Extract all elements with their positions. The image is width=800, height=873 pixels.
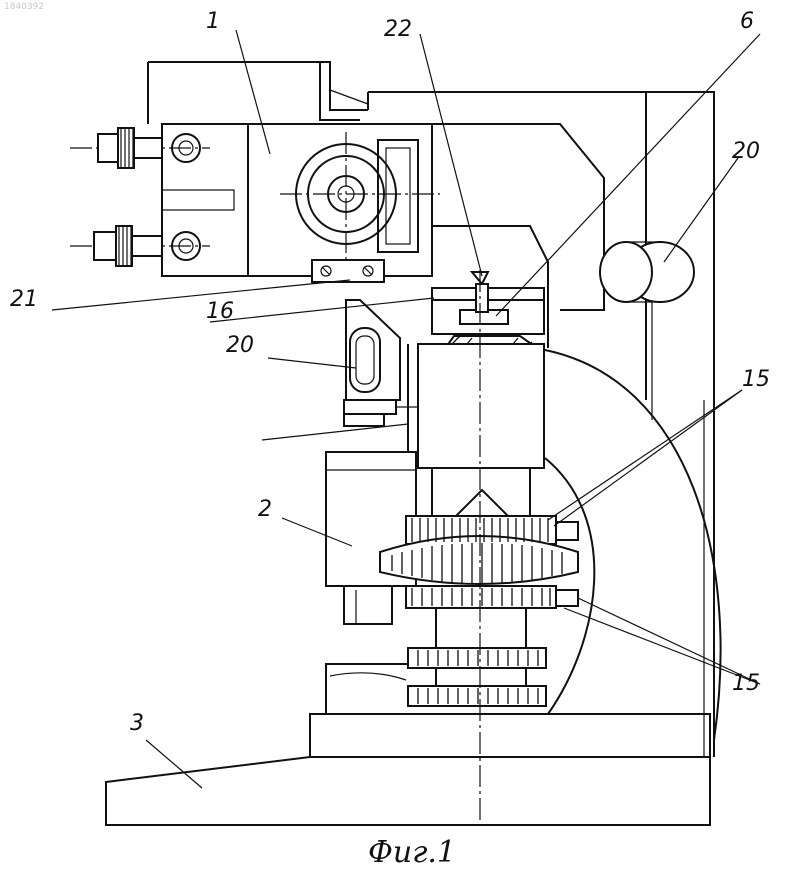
module-2 xyxy=(326,452,416,624)
label-22: 22 xyxy=(384,17,412,42)
label-2: 2 xyxy=(258,497,272,522)
label-16: 16 xyxy=(206,299,234,324)
label-6: 6 xyxy=(740,9,754,34)
label-20-right: 20 xyxy=(732,139,760,164)
base-plate xyxy=(106,714,710,825)
label-21: 21 xyxy=(10,287,38,312)
label-15-lower: 15 xyxy=(732,671,760,696)
label-15-upper: 15 xyxy=(742,367,770,392)
figure-caption: Фиг.1 xyxy=(368,835,456,870)
lamp-20-right xyxy=(600,242,694,302)
label-3: 3 xyxy=(130,711,144,736)
knob-lower xyxy=(94,226,162,266)
stage-assembly xyxy=(432,226,548,350)
bracket-21 xyxy=(312,260,384,282)
label-1: 1 xyxy=(206,9,220,34)
knob-upper xyxy=(98,128,162,168)
label-20-left: 20 xyxy=(226,333,254,358)
